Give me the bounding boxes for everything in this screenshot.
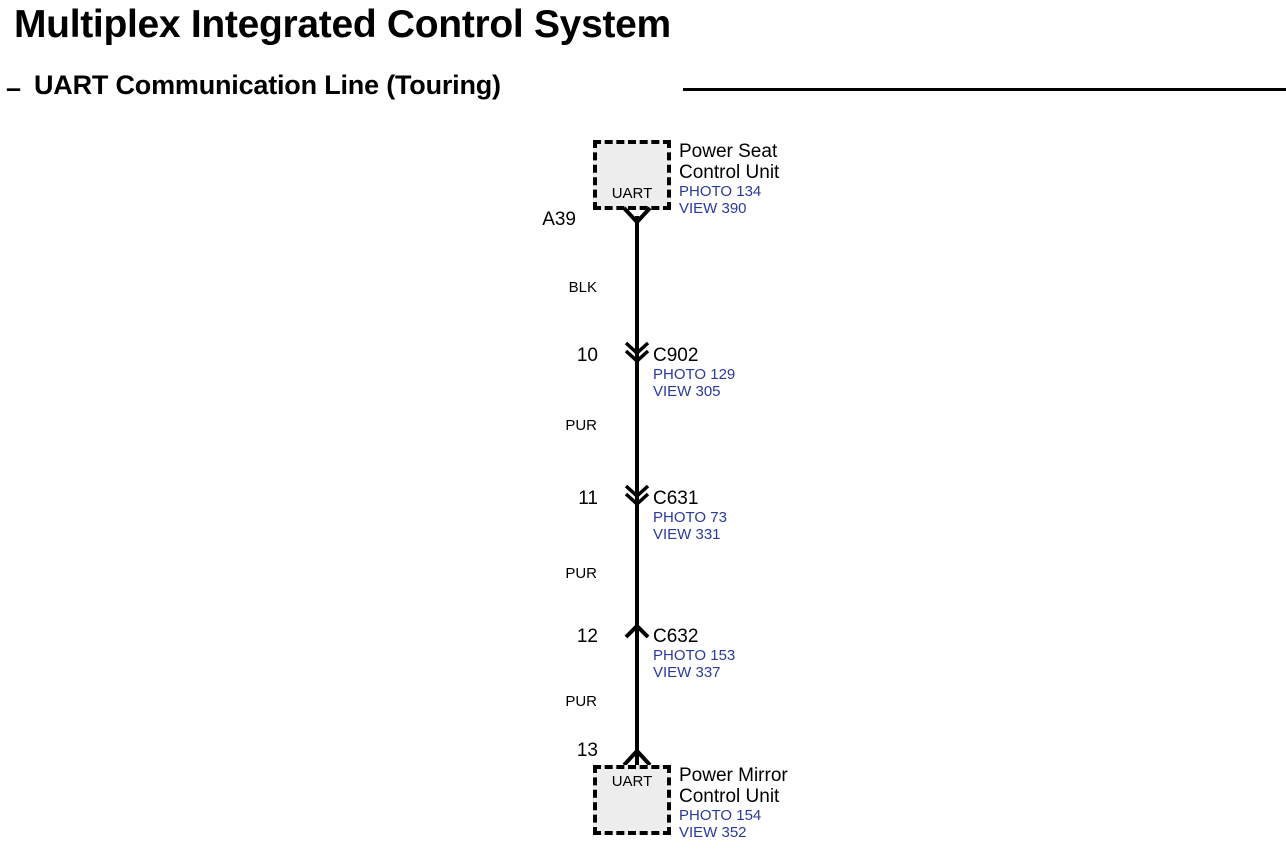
node-view-ref-c631[interactable]: VIEW 331 [653, 526, 721, 543]
node-label-c902: C902 PHOTO 129 VIEW 305 [653, 345, 735, 400]
page-title: Multiplex Integrated Control System [14, 3, 671, 46]
page-subtitle-row: – UART Communication Line (Touring) [6, 63, 1286, 107]
node-view-ref-c902[interactable]: VIEW 305 [653, 383, 721, 400]
header-rule [683, 88, 1286, 91]
component-label-power-seat-control-unit: Power Seat Control Unit PHOTO 134 VIEW 3… [679, 141, 779, 217]
wire-segment-blk [635, 216, 639, 357]
pin-label-10: 10 [576, 345, 598, 366]
component-photo-ref-top[interactable]: PHOTO 134 [679, 183, 762, 200]
node-name-c631: C631 [653, 488, 699, 509]
wire-color-label-pur-2: PUR [565, 565, 597, 582]
node-photo-ref-c631[interactable]: PHOTO 73 [653, 509, 727, 526]
component-name-line1-top: Power Seat [679, 141, 778, 162]
component-name-line1-bottom: Power Mirror [679, 765, 788, 786]
node-label-c632: C632 PHOTO 153 VIEW 337 [653, 626, 735, 681]
component-box-label-uart-top: UART [611, 185, 653, 202]
node-view-ref-c632[interactable]: VIEW 337 [653, 664, 721, 681]
wire-color-label-pur-1: PUR [565, 417, 597, 434]
node-name-c632: C632 [653, 626, 699, 647]
wire-segment-pur-1 [635, 355, 639, 497]
component-box-power-mirror-control-unit[interactable]: UART [593, 765, 671, 835]
wire-segment-pur-3 [635, 633, 639, 766]
pin-label-13: 13 [576, 740, 598, 761]
chevron-up-fork-icon-13 [622, 748, 652, 767]
pin-label-12: 12 [576, 626, 598, 647]
node-name-c902: C902 [653, 345, 699, 366]
component-view-ref-top[interactable]: VIEW 390 [679, 200, 747, 217]
chevron-up-icon-c632 [624, 623, 650, 639]
page-subtitle: UART Communication Line (Touring) [34, 70, 501, 100]
node-label-c631: C631 PHOTO 73 VIEW 331 [653, 488, 727, 543]
wire-segment-pur-2 [635, 497, 639, 637]
page-header: Multiplex Integrated Control System – UA… [0, 0, 1286, 110]
pin-label-a39: A39 [542, 209, 576, 230]
node-photo-ref-c902[interactable]: PHOTO 129 [653, 366, 736, 383]
wire-color-label-blk: BLK [568, 279, 597, 296]
component-box-label-uart-bottom: UART [611, 773, 653, 790]
wire-color-label-pur-3: PUR [565, 693, 597, 710]
subtitle-dash: – [6, 73, 22, 103]
node-photo-ref-c632[interactable]: PHOTO 153 [653, 647, 736, 664]
component-name-line2-top: Control Unit [679, 162, 780, 183]
component-label-power-mirror-control-unit: Power Mirror Control Unit PHOTO 154 VIEW… [679, 765, 788, 841]
component-view-ref-bottom[interactable]: VIEW 352 [679, 824, 747, 841]
component-photo-ref-bottom[interactable]: PHOTO 154 [679, 807, 762, 824]
component-box-power-seat-control-unit[interactable]: UART [593, 140, 671, 210]
component-name-line2-bottom: Control Unit [679, 786, 780, 807]
pin-label-11: 11 [578, 488, 598, 509]
